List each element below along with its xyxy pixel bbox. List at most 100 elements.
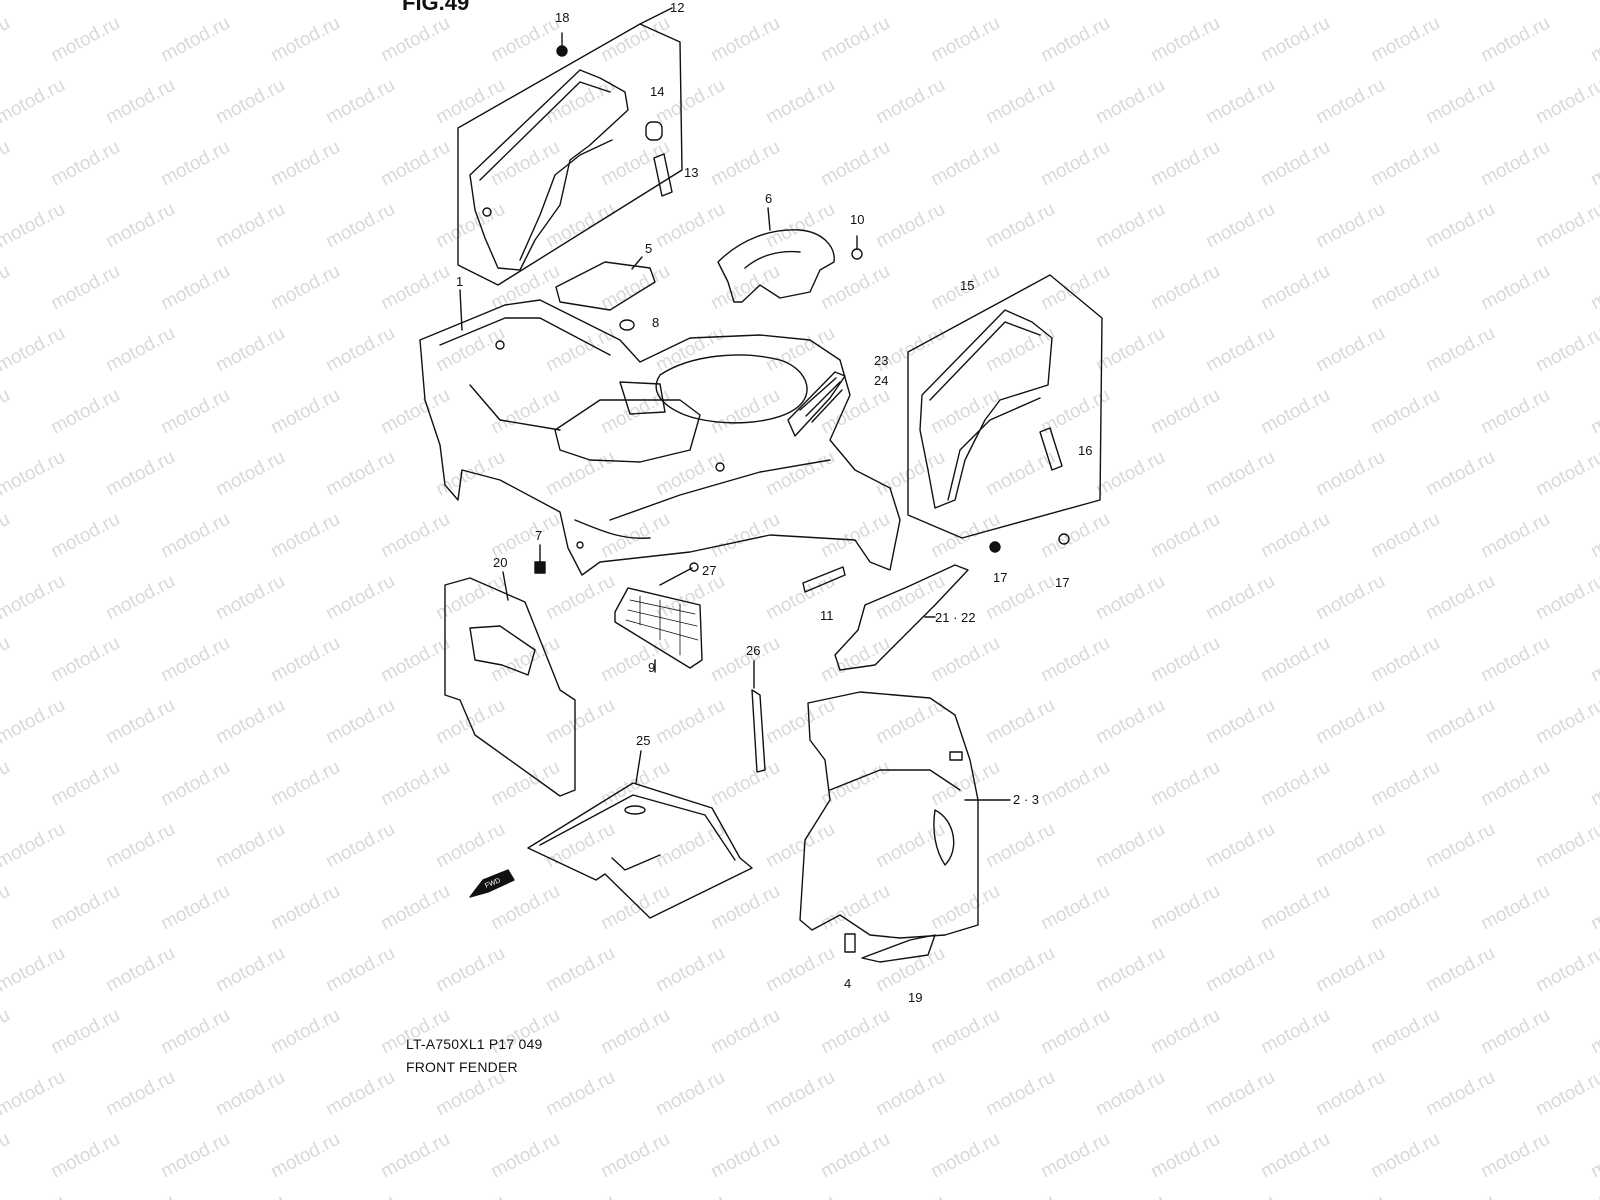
watermark-text: motod.ru: [487, 633, 563, 687]
callout-17a: 17: [993, 570, 1007, 585]
watermark-text: motod.ru: [487, 881, 563, 935]
watermark-text: motod.ru: [322, 571, 398, 625]
watermark-text: motod.ru: [872, 0, 948, 4]
watermark-text: motod.ru: [817, 1129, 893, 1183]
watermark-text: motod.ru: [817, 261, 893, 315]
watermark-text: motod.ru: [157, 1129, 233, 1183]
watermark-text: motod.ru: [652, 571, 728, 625]
callout-15: 15: [960, 278, 974, 293]
watermark-text: motod.ru: [542, 1067, 618, 1121]
watermark-text: motod.ru: [212, 1191, 288, 1200]
watermark-text: motod.ru: [0, 819, 69, 873]
watermark-text: motod.ru: [487, 1129, 563, 1183]
watermark-text: motod.ru: [1422, 199, 1498, 253]
watermark-text: motod.ru: [1147, 757, 1223, 811]
watermark-text: motod.ru: [542, 199, 618, 253]
watermark-text: motod.ru: [1202, 0, 1278, 4]
watermark-text: motod.ru: [597, 1005, 673, 1059]
watermark-text: motod.ru: [102, 695, 178, 749]
watermark-text: motod.ru: [1477, 13, 1553, 67]
watermark-text: motod.ru: [1312, 571, 1388, 625]
callout-11: 11: [820, 608, 834, 623]
watermark-text: motod.ru: [1367, 633, 1443, 687]
part-6-dash: [717, 229, 835, 303]
watermark-text: motod.ru: [47, 1129, 123, 1183]
watermark-text: motod.ru: [0, 757, 14, 811]
part-1-front-fender: [419, 299, 901, 576]
watermark-text: motod.ru: [1202, 447, 1278, 501]
watermark-text: motod.ru: [1037, 385, 1113, 439]
watermark-text: motod.ru: [817, 1005, 893, 1059]
model-code: LT-A750XL1 P17 049: [406, 1036, 543, 1052]
watermark-text: motod.ru: [0, 13, 14, 67]
callout-17b: 17: [1055, 575, 1069, 590]
watermark-text: motod.ru: [432, 695, 508, 749]
watermark-text: motod.ru: [267, 633, 343, 687]
part-10-bolt: [851, 248, 863, 260]
watermark-text: motod.ru: [1147, 1005, 1223, 1059]
watermark-text: motod.ru: [157, 881, 233, 935]
part-19-strip: [861, 934, 936, 963]
watermark-text: motod.ru: [102, 943, 178, 997]
watermark-text: motod.ru: [212, 943, 288, 997]
watermark-text: motod.ru: [1202, 695, 1278, 749]
watermark-text: motod.ru: [1147, 385, 1223, 439]
watermark-text: motod.ru: [1202, 1067, 1278, 1121]
watermark-text: motod.ru: [0, 75, 69, 129]
watermark-text: motod.ru: [1202, 75, 1278, 129]
watermark-text: motod.ru: [982, 323, 1058, 377]
watermark-text: motod.ru: [1422, 943, 1498, 997]
watermark-text: motod.ru: [1312, 695, 1388, 749]
watermark-text: motod.ru: [212, 199, 288, 253]
watermark-text: motod.ru: [47, 385, 123, 439]
watermark-text: motod.ru: [1147, 633, 1223, 687]
watermark-text: motod.ru: [1477, 261, 1553, 315]
watermark-text: motod.ru: [1587, 633, 1600, 687]
callout-4: 4: [844, 976, 851, 991]
watermark-text: motod.ru: [707, 881, 783, 935]
watermark-text: motod.ru: [0, 261, 14, 315]
watermark-text: motod.ru: [762, 1067, 838, 1121]
watermark-text: motod.ru: [322, 0, 398, 4]
watermark-text: motod.ru: [47, 881, 123, 935]
callout-27: 27: [702, 563, 716, 578]
watermark-text: motod.ru: [762, 695, 838, 749]
watermark-text: motod.ru: [0, 695, 69, 749]
watermark-text: motod.ru: [1587, 509, 1600, 563]
watermark-text: motod.ru: [212, 819, 288, 873]
part-13-strip: [653, 153, 673, 197]
watermark-text: motod.ru: [707, 757, 783, 811]
watermark-text: motod.ru: [322, 695, 398, 749]
watermark-text: motod.ru: [102, 1067, 178, 1121]
watermark-text: motod.ru: [762, 1191, 838, 1200]
watermark-text: motod.ru: [707, 385, 783, 439]
watermark-text: motod.ru: [872, 447, 948, 501]
watermark-text: motod.ru: [377, 13, 453, 67]
watermark-text: motod.ru: [1037, 1129, 1113, 1183]
watermark-text: motod.ru: [1367, 1129, 1443, 1183]
part-23-grille: [787, 371, 846, 437]
watermark-text: motod.ru: [1092, 571, 1168, 625]
watermark-text: motod.ru: [1422, 695, 1498, 749]
watermark-text: motod.ru: [267, 757, 343, 811]
watermark-text: motod.ru: [1532, 447, 1600, 501]
watermark-text: motod.ru: [1037, 509, 1113, 563]
watermark-text: motod.ru: [1312, 819, 1388, 873]
watermark-text: motod.ru: [927, 1005, 1003, 1059]
watermark-text: motod.ru: [47, 1005, 123, 1059]
callout-12: 12: [670, 0, 684, 15]
watermark-text: motod.ru: [1257, 1129, 1333, 1183]
watermark-text: motod.ru: [762, 447, 838, 501]
watermark-text: motod.ru: [927, 881, 1003, 935]
watermark-text: motod.ru: [872, 1191, 948, 1200]
watermark-text: motod.ru: [377, 1129, 453, 1183]
watermark-text: motod.ru: [102, 199, 178, 253]
watermark-text: motod.ru: [597, 1129, 673, 1183]
watermark-text: motod.ru: [872, 199, 948, 253]
watermark-text: motod.ru: [432, 199, 508, 253]
watermark-text: motod.ru: [322, 75, 398, 129]
watermark-text: motod.ru: [1037, 137, 1113, 191]
watermark-text: motod.ru: [927, 509, 1003, 563]
watermark-text: motod.ru: [1587, 1005, 1600, 1059]
watermark-text: motod.ru: [542, 819, 618, 873]
